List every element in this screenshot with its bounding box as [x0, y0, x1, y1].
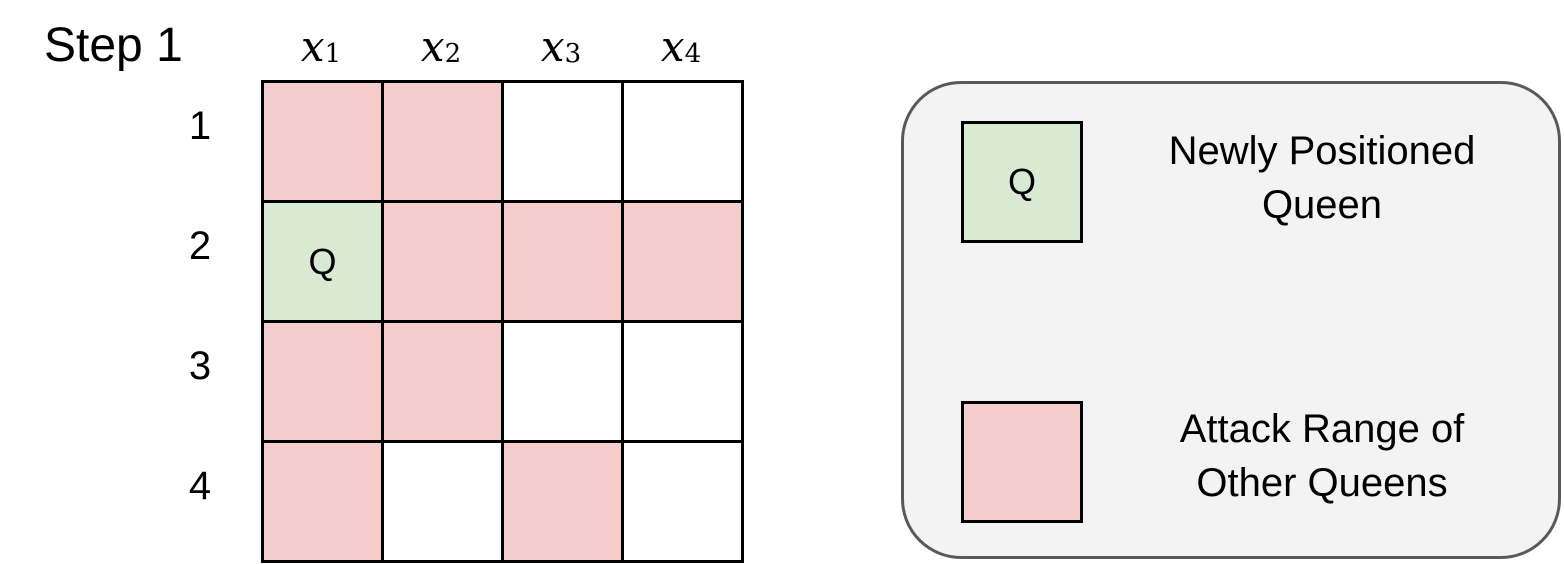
legend: Q Newly Positioned Queen Attack Range of… [901, 81, 1561, 559]
legend-queen-swatch: Q [961, 121, 1083, 243]
row-label-4: 4 [188, 463, 212, 508]
board-cell-r3-c3 [504, 323, 624, 443]
board-cell-r4-c3 [504, 443, 624, 563]
board-cell-r4-c2 [384, 443, 504, 563]
queen-symbol: Q [1007, 161, 1036, 202]
legend-attack-swatch [961, 401, 1083, 523]
legend-queen-label: Newly Positioned Queen [1168, 129, 1476, 227]
board-cell-r2-c3 [504, 203, 624, 323]
board-cell-r2-c4 [624, 203, 744, 323]
queen-symbol: Q [308, 240, 337, 282]
board-cell-r3-c4 [624, 323, 744, 443]
board-cell-r4-c4 [624, 443, 744, 563]
board-cell-r4-c1 [264, 443, 384, 563]
board-cell-r1-c2 [384, 83, 504, 203]
row-label-3: 3 [188, 343, 212, 388]
board-cell-r3-c1 [264, 323, 384, 443]
legend-attack-label: Attack Range of Other Queens [1179, 407, 1465, 505]
step-title: Step 1 [44, 19, 183, 72]
board-cell-r2-c2 [384, 203, 504, 323]
board-cell-r1-c4 [624, 83, 744, 203]
board-cell-r1-c1 [264, 83, 384, 203]
chess-board: Q [261, 80, 744, 563]
board-cell-r3-c2 [384, 323, 504, 443]
row-label-1: 1 [188, 103, 212, 148]
row-label-2: 2 [188, 223, 212, 268]
board-cell-r2-c1: Q [264, 203, 384, 323]
board-cell-r1-c3 [504, 83, 624, 203]
